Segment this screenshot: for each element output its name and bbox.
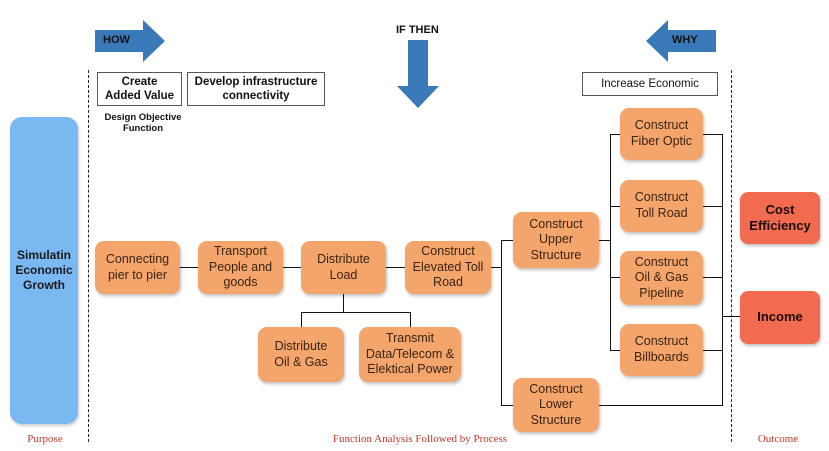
transport-people-node: Transport People and goods: [198, 241, 283, 294]
purpose-divider: [88, 70, 89, 442]
construct-fiber-optic-node: Construct Fiber Optic: [620, 108, 703, 160]
connector: [610, 134, 611, 351]
distribute-load-node: Distribute Load: [301, 241, 386, 294]
outcome-footer-label: Outcome: [757, 433, 799, 445]
if-then-down-arrow-icon: [397, 40, 439, 108]
how-label: HOW: [103, 34, 130, 46]
why-arrow-icon: [646, 20, 716, 62]
construct-billboards-node: Construct Billboards: [620, 324, 703, 376]
connector: [610, 206, 620, 207]
connector: [703, 277, 722, 278]
connector: [703, 350, 722, 351]
connector: [410, 312, 411, 327]
connector: [301, 312, 411, 313]
income-outcome: Income: [740, 291, 820, 344]
transmit-data-node: Transmit Data/Telecom & Elektical Power: [359, 327, 461, 382]
connector: [501, 240, 513, 241]
connector: [501, 240, 502, 405]
connecting-pier-node: Connecting pier to pier: [95, 241, 180, 294]
if-then-label: IF THEN: [396, 24, 439, 36]
connector: [180, 267, 198, 268]
connector: [283, 267, 301, 268]
function-analysis-footer-label: Function Analysis Followed by Process: [332, 433, 508, 445]
purpose-simulating-economic-growth: Simulatin Economic Growth: [10, 117, 78, 424]
connector: [722, 316, 740, 317]
connector: [703, 206, 722, 207]
construct-elevated-toll-road-node: Construct Elevated Toll Road: [405, 241, 491, 294]
cost-efficiency-outcome: Cost Efficiency: [740, 192, 820, 244]
design-objective-label: Design Objective Function: [104, 112, 182, 135]
construct-oil-gas-pipeline-node: Construct Oil & Gas Pipeline: [620, 251, 703, 305]
connector: [722, 134, 723, 405]
connector: [610, 134, 620, 135]
distribute-oil-gas-node: Distribute Oil & Gas: [258, 327, 344, 382]
connector: [343, 294, 344, 312]
connector: [599, 240, 610, 241]
outcome-divider: [731, 70, 732, 442]
connector: [501, 405, 513, 406]
increase-economic-box: Increase Economic: [582, 72, 718, 96]
develop-infrastructure-box: Develop infrastructure connectivity: [187, 72, 325, 106]
connector: [610, 277, 620, 278]
create-added-value-box: Create Added Value: [97, 72, 182, 106]
construct-lower-structure-node: Construct Lower Structure: [513, 378, 599, 432]
connector: [610, 350, 620, 351]
connector: [703, 134, 722, 135]
how-arrow-icon: [95, 20, 165, 62]
connector: [599, 405, 723, 406]
connector: [386, 267, 405, 268]
purpose-footer-label: Purpose: [27, 433, 63, 445]
construct-toll-road-node: Construct Toll Road: [620, 180, 703, 232]
connector: [491, 267, 501, 268]
construct-upper-structure-node: Construct Upper Structure: [513, 212, 599, 268]
why-label: WHY: [672, 34, 698, 46]
connector: [301, 312, 302, 327]
